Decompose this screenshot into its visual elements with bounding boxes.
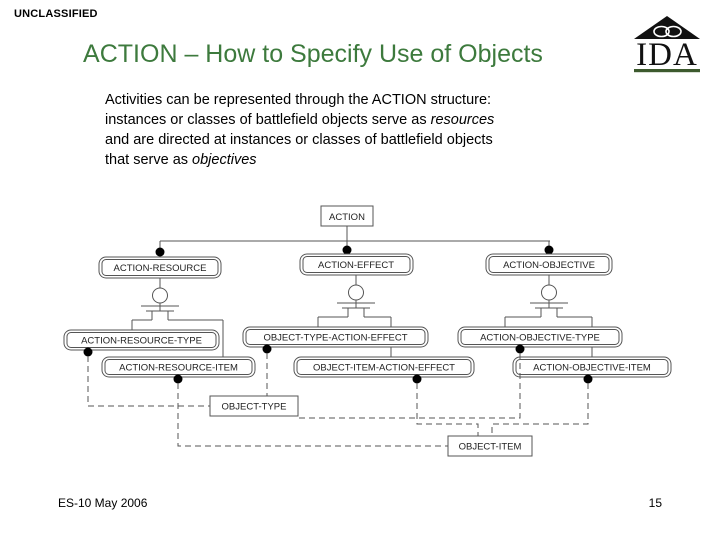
footer-page-number: 15 xyxy=(648,496,662,510)
classification-banner: UNCLASSIFIED xyxy=(14,8,98,20)
entity-action-objective-type[interactable]: ACTION-OBJECTIVE-TYPE xyxy=(457,326,623,348)
subtype-symbol-action-objective xyxy=(504,275,593,357)
entity-action[interactable]: ACTION xyxy=(320,205,374,227)
entity-action-effect-label: ACTION-EFFECT xyxy=(318,260,394,271)
entity-object-type-action-effect[interactable]: OBJECT-TYPE-ACTION-EFFECT xyxy=(242,326,429,348)
entity-action-resource-label: ACTION-RESOURCE xyxy=(114,263,207,274)
rel-dot-aot-objtype xyxy=(515,344,525,354)
body-line-1: Activities can be represented through th… xyxy=(105,92,492,108)
footer-left: ES-10 May 2006 xyxy=(58,496,148,510)
entity-action-resource-item-label: ACTION-RESOURCE-ITEM xyxy=(119,363,238,374)
entity-action-objective-label: ACTION-OBJECTIVE xyxy=(503,260,595,271)
body-paragraph: Activities can be represented through th… xyxy=(105,90,615,170)
rel-dot-otae-objtype xyxy=(262,344,272,354)
body-line-4a: that serve as xyxy=(105,152,193,168)
entity-action-resource-type[interactable]: ACTION-RESOURCE-TYPE xyxy=(63,329,220,351)
rel-dot-oiae-objitem xyxy=(412,374,422,384)
entity-object-type-label: OBJECT-TYPE xyxy=(222,402,287,413)
connector-oiae-to-objectitem xyxy=(416,383,479,436)
entity-action-label: ACTION xyxy=(329,212,365,223)
rel-dot-action-effect xyxy=(342,245,352,255)
rel-dot-action-objective xyxy=(544,245,554,255)
entity-action-resource-type-label: ACTION-RESOURCE-TYPE xyxy=(81,336,202,347)
rel-dot-ari-objitem xyxy=(173,374,183,384)
svg-text:IDA: IDA xyxy=(636,37,698,73)
entity-object-item-label: OBJECT-ITEM xyxy=(459,442,522,453)
erd-diagram: ACTION ACTION-RESOURCE ACTION-EFFECT ACT… xyxy=(0,196,720,486)
entity-action-objective-item[interactable]: ACTION-OBJECTIVE-ITEM xyxy=(512,356,672,378)
connector-ari-to-objectitem xyxy=(177,383,448,447)
entity-action-objective-type-label: ACTION-OBJECTIVE-TYPE xyxy=(480,333,600,344)
entity-action-objective[interactable]: ACTION-OBJECTIVE xyxy=(485,253,613,276)
entity-action-resource[interactable]: ACTION-RESOURCE xyxy=(98,256,222,279)
entity-object-item-action-effect-label: OBJECT-ITEM-ACTION-EFFECT xyxy=(313,363,455,374)
rel-dot-aoi-objitem xyxy=(583,374,593,384)
connector-art-to-objecttype xyxy=(87,356,210,407)
rel-dot-action-resource xyxy=(155,247,165,257)
body-emph-resources: resources xyxy=(430,112,495,128)
entity-action-objective-item-label: ACTION-OBJECTIVE-ITEM xyxy=(533,363,651,374)
entity-action-effect[interactable]: ACTION-EFFECT xyxy=(299,253,414,276)
body-line-3: and are directed at instances or classes… xyxy=(105,132,493,148)
entity-object-type-action-effect-label: OBJECT-TYPE-ACTION-EFFECT xyxy=(263,333,407,344)
subtype-symbol-action-resource xyxy=(131,278,224,357)
rel-dot-art-objtype xyxy=(83,347,93,357)
entity-object-type[interactable]: OBJECT-TYPE xyxy=(209,395,299,417)
connector-action-bus xyxy=(159,226,550,251)
body-emph-objectives: objectives xyxy=(192,152,257,168)
entity-object-item-action-effect[interactable]: OBJECT-ITEM-ACTION-EFFECT xyxy=(293,356,475,378)
ida-logo: IDA xyxy=(628,12,706,78)
entity-object-item[interactable]: OBJECT-ITEM xyxy=(447,435,533,457)
connector-aoi-to-objectitem xyxy=(491,383,589,436)
page-title: ACTION – How to Specify Use of Objects xyxy=(83,40,543,68)
body-line-2a: instances or classes of battlefield obje… xyxy=(105,112,431,128)
entity-action-resource-item[interactable]: ACTION-RESOURCE-ITEM xyxy=(101,356,256,378)
